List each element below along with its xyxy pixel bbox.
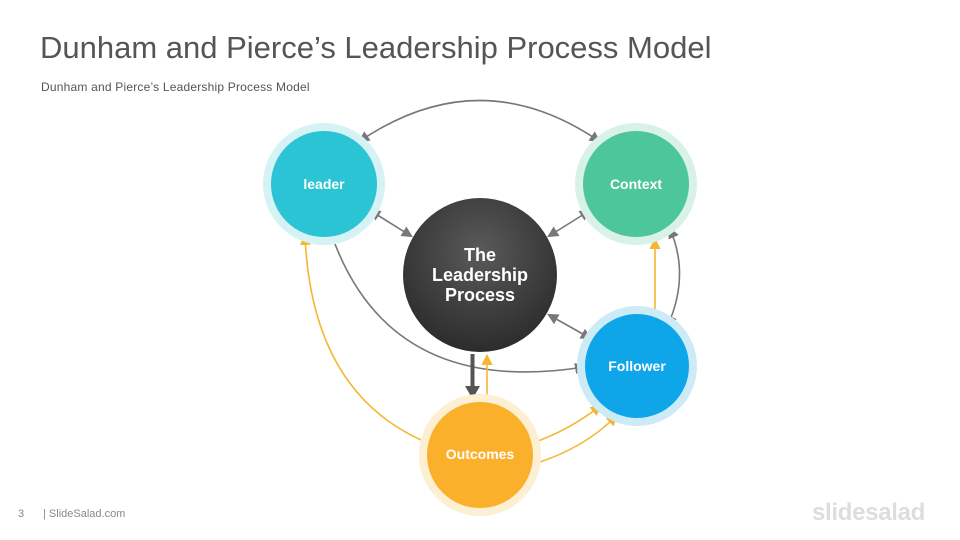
node-outcomes-label: Outcomes — [446, 446, 515, 462]
arrow-context-follower — [666, 226, 681, 328]
arrow-center-outcomes — [465, 354, 480, 399]
node-follower-label: Follower — [608, 358, 666, 374]
arrow-leader-center — [369, 209, 413, 238]
node-context-label: Context — [610, 176, 662, 192]
page-title: Dunham and Pierce’s Leadership Process M… — [40, 30, 712, 65]
page-subtitle: Dunham and Pierce’s Leadership Process M… — [41, 80, 310, 94]
footer-source[interactable]: | SlideSalad.com — [43, 508, 126, 520]
slide-number: 3 — [18, 508, 25, 520]
node-leadership-process: The Leadership Process — [403, 198, 557, 352]
arrow-leader-context — [358, 99, 601, 143]
arrow-context-center — [547, 209, 591, 238]
node-context: Context — [575, 123, 697, 245]
node-leader-label: leader — [303, 176, 345, 192]
node-outcomes: Outcomes — [419, 394, 541, 516]
arrow-outcomes-follower-b — [533, 414, 618, 465]
node-follower: Follower — [577, 306, 697, 426]
center-label-line-3: Process — [445, 285, 515, 305]
arrow-follower-center — [547, 313, 592, 340]
center-label-line-2: Leadership — [432, 265, 528, 285]
node-leader: leader — [263, 123, 385, 245]
brand-logo: slidesalad — [812, 499, 926, 526]
arrow-outcomes-leader — [299, 233, 429, 444]
arrow-leader-follower — [331, 235, 587, 374]
center-label-line-1: The — [464, 245, 496, 265]
